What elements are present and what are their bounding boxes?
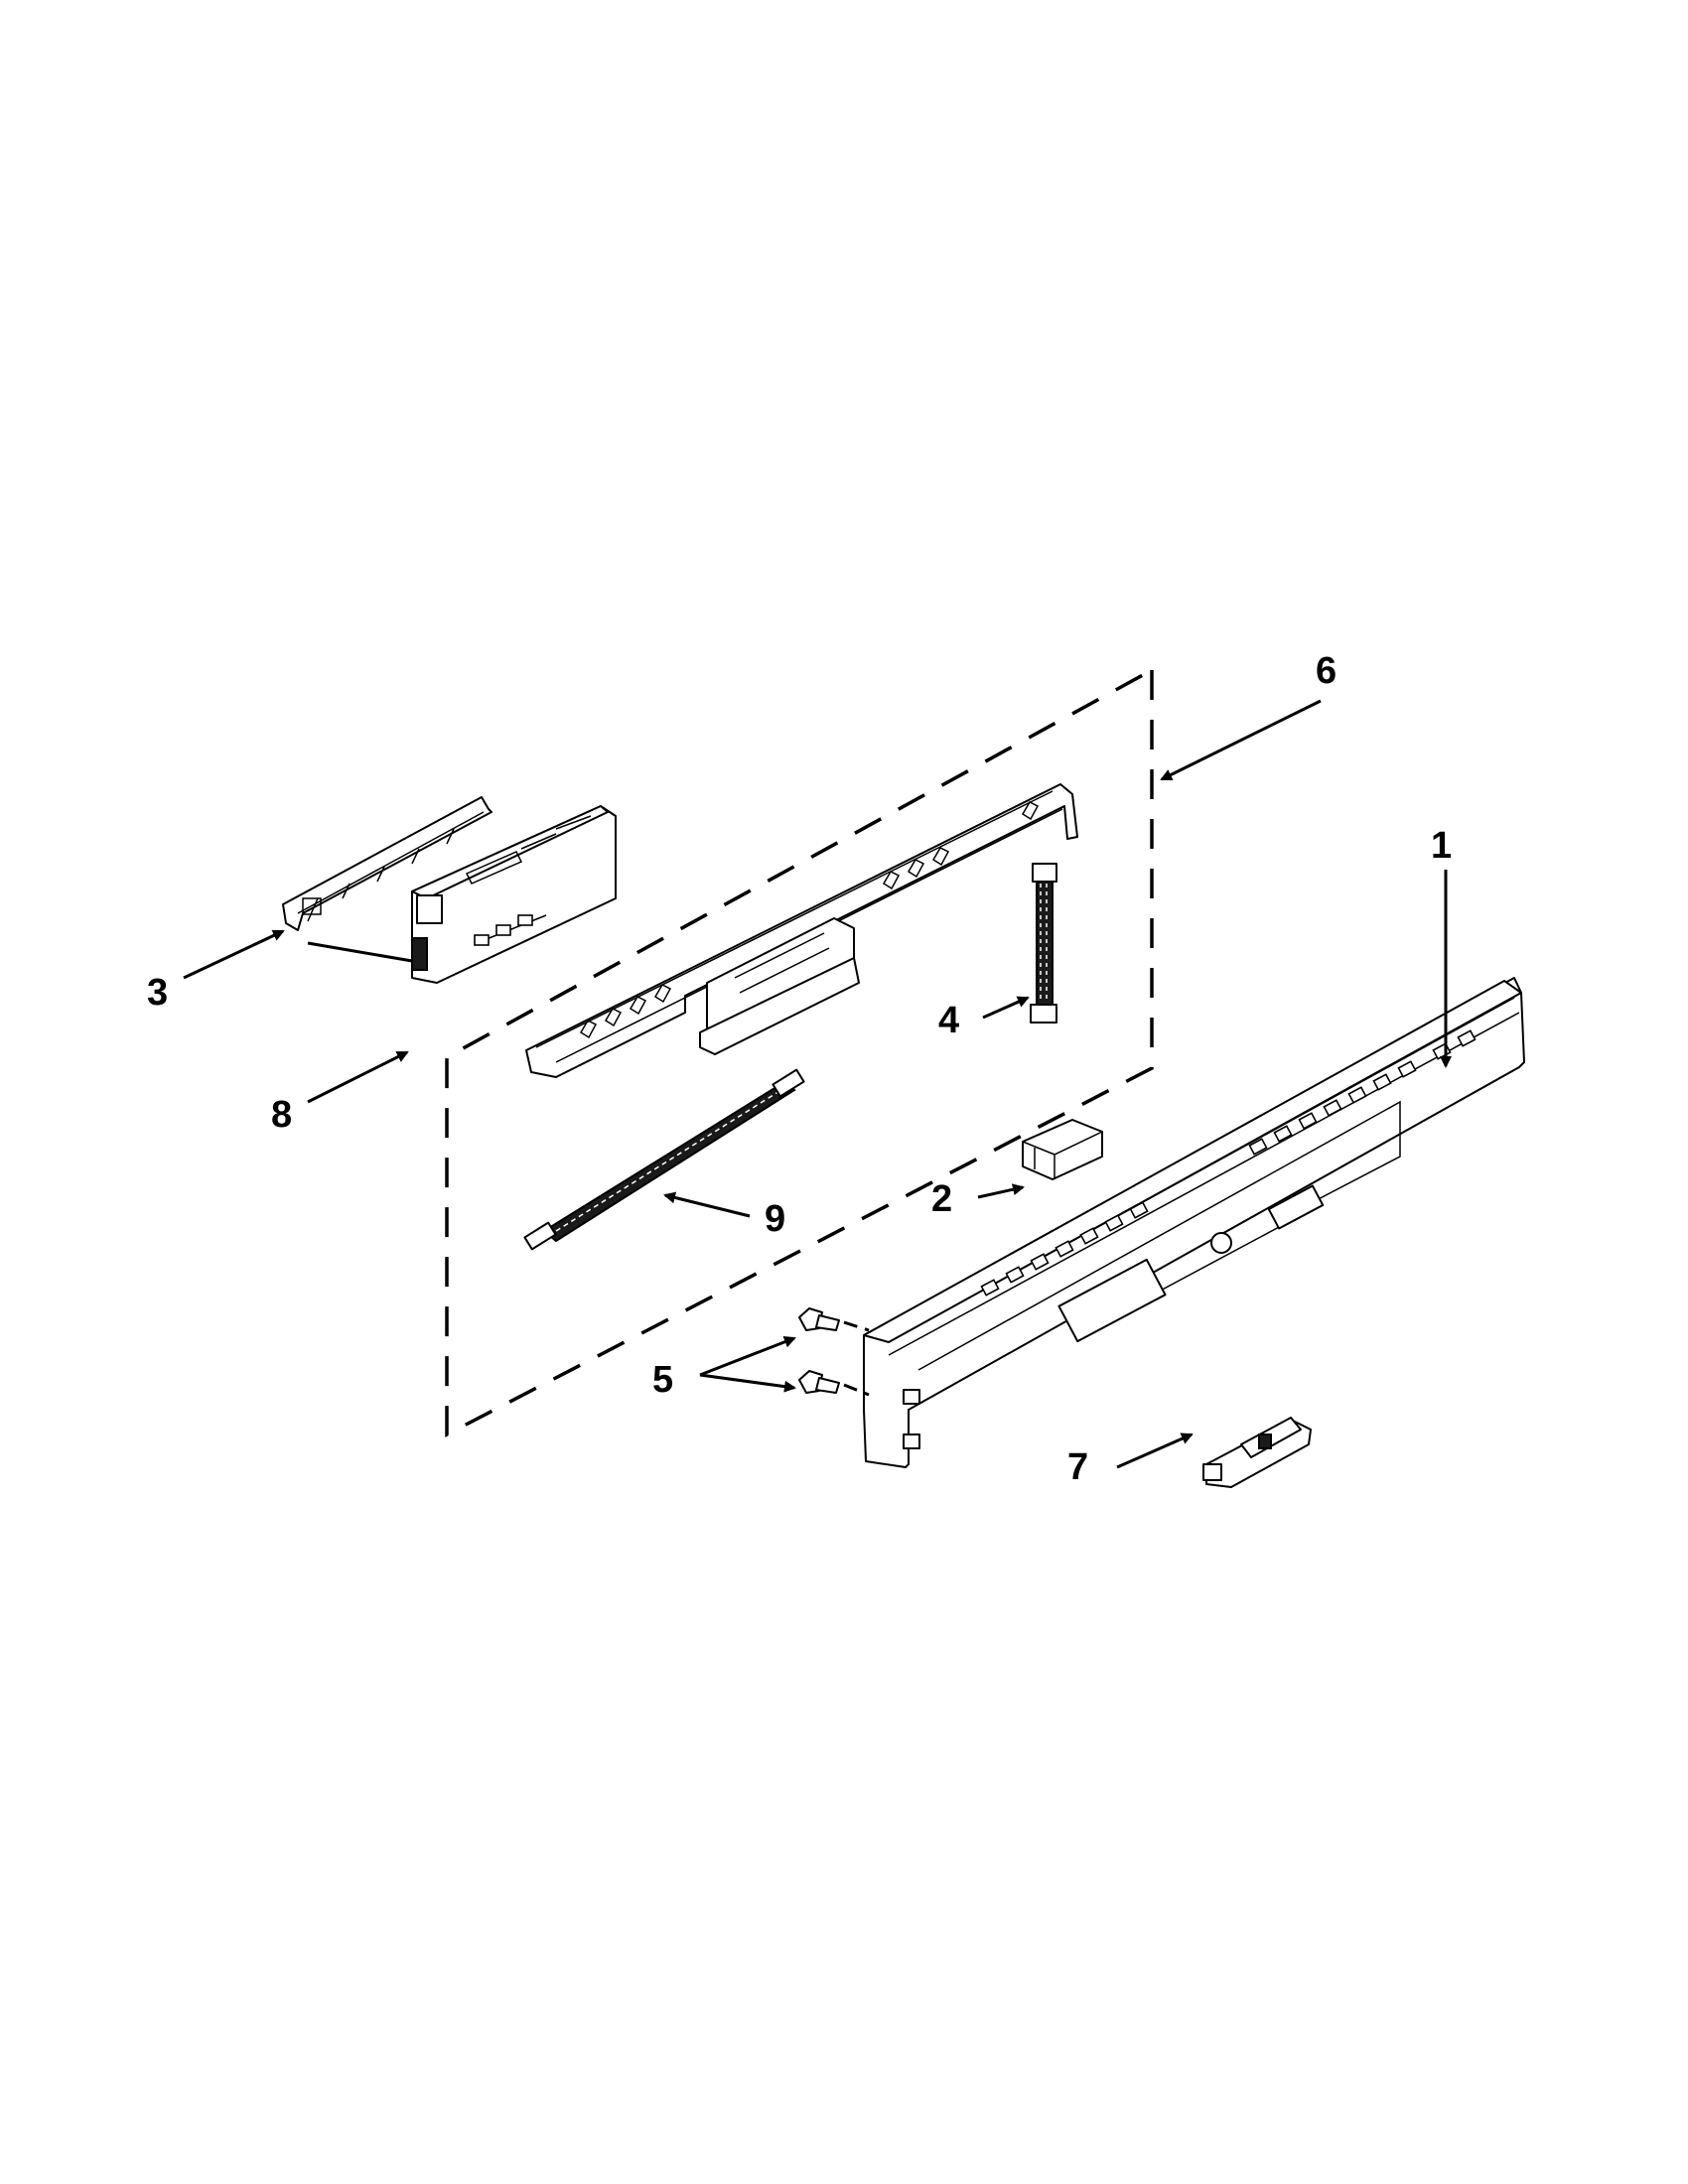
part-4-wire-harness	[1030, 863, 1057, 1024]
callout-7: 7	[1067, 1446, 1088, 1488]
callout-9: 9	[765, 1198, 785, 1240]
part-3-bracket	[282, 796, 492, 931]
part-2-clip	[1022, 1119, 1103, 1180]
callout-6: 6	[1316, 650, 1336, 692]
part-5-screws	[798, 1307, 870, 1397]
part-7-latch	[1202, 1417, 1312, 1488]
leader-6	[1160, 699, 1322, 781]
callout-8: 8	[271, 1094, 292, 1136]
leader-4	[982, 996, 1030, 1020]
screw-lower	[798, 1370, 840, 1394]
part-1-console	[863, 977, 1525, 1468]
leader-9	[663, 1191, 751, 1218]
part-8-control-board	[411, 805, 617, 984]
leader-5b	[699, 1373, 796, 1393]
callout-4: 4	[938, 1000, 959, 1041]
leader-lines	[183, 699, 1452, 1469]
part-6-housing	[525, 783, 1078, 1078]
leader-3	[183, 929, 285, 980]
assembly-6-boundary	[445, 668, 1154, 1437]
screw-upper	[798, 1307, 840, 1331]
leader-5a	[699, 1336, 796, 1377]
callout-3: 3	[147, 972, 168, 1014]
callout-1: 1	[1431, 825, 1452, 867]
callout-labels: 1 2 3 4 5 6 7 8 9	[147, 650, 1452, 1488]
callout-2: 2	[931, 1178, 952, 1220]
leader-2	[977, 1183, 1025, 1199]
part-9-ribbon-cable	[523, 1068, 805, 1251]
leader-7	[1116, 1433, 1194, 1469]
leader-8	[307, 1050, 409, 1104]
callout-5: 5	[652, 1359, 673, 1401]
leader-3b	[307, 941, 413, 963]
